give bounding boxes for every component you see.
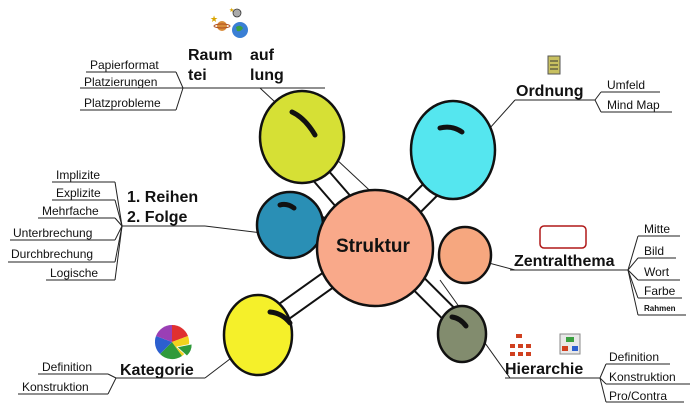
- raumaufteilung-title-part-1[interactable]: Raum: [188, 47, 233, 64]
- ball-yellow: [222, 293, 294, 377]
- center-topic[interactable]: Struktur: [336, 236, 410, 257]
- raumaufteilung-item[interactable]: Papierformat: [90, 58, 159, 72]
- ball-olive: [436, 304, 488, 364]
- reihenfolge-item[interactable]: Durchbrechung: [11, 247, 94, 261]
- reihenfolge-item[interactable]: Explizite: [56, 186, 101, 200]
- ball-cyan: [409, 99, 497, 201]
- raumaufteilung-item[interactable]: Platzierungen: [84, 75, 158, 89]
- ordnung-title[interactable]: Ordnung: [516, 83, 584, 100]
- frame-icon: [539, 225, 587, 249]
- molecule-balls: [222, 89, 497, 377]
- zentralthema-title[interactable]: Zentralthema: [514, 253, 615, 270]
- pie-chart-icon: [154, 324, 193, 360]
- hierarchie-title[interactable]: Hierarchie: [505, 361, 584, 378]
- planets-icon: ★ ★: [210, 7, 248, 38]
- raumaufteilung-title-part-3[interactable]: tei: [188, 67, 207, 84]
- hierarchie-item[interactable]: Definition: [609, 350, 660, 364]
- reihenfolge-title-line-1[interactable]: 1. Reihen: [127, 189, 199, 206]
- hierarchie-item[interactable]: Pro/Contra: [609, 389, 668, 403]
- item-lines: [8, 71, 690, 403]
- raumaufteilung-title-part-2[interactable]: auf: [250, 47, 274, 64]
- ordnung-item[interactable]: Umfeld: [607, 78, 646, 92]
- ball-peach: [437, 225, 493, 285]
- org-chart-icon: [510, 334, 531, 356]
- ball-teal: [255, 190, 325, 260]
- zentralthema-item[interactable]: Mitte: [644, 222, 671, 236]
- notebook-icon: [547, 55, 561, 75]
- reihenfolge-item[interactable]: Implizite: [56, 168, 101, 182]
- svg-text:★: ★: [229, 7, 234, 14]
- zentralthema-item[interactable]: Rahmen: [644, 304, 676, 313]
- network-icon: [559, 333, 581, 355]
- kategorie-title[interactable]: Kategorie: [120, 362, 194, 379]
- reihenfolge-title-line-2[interactable]: 2. Folge: [127, 209, 188, 226]
- reihenfolge-item[interactable]: Logische: [50, 266, 99, 280]
- zentralthema-item[interactable]: Bild: [644, 244, 665, 258]
- reihenfolge-item[interactable]: Mehrfache: [42, 204, 99, 218]
- raumaufteilung-item[interactable]: Platzprobleme: [84, 96, 161, 110]
- ordnung-item[interactable]: Mind Map: [607, 98, 660, 112]
- raumaufteilung-title-part-4[interactable]: lung: [250, 67, 284, 84]
- ball-center: [315, 188, 435, 308]
- ball-yellow-green: [258, 89, 346, 185]
- kategorie-item[interactable]: Konstruktion: [22, 380, 89, 394]
- svg-text:★: ★: [210, 15, 218, 25]
- reihenfolge-item[interactable]: Unterbrechung: [13, 226, 93, 240]
- hierarchie-item[interactable]: Konstruktion: [609, 370, 676, 384]
- zentralthema-item[interactable]: Farbe: [644, 284, 676, 298]
- ball-highlights: [267, 109, 469, 329]
- zentralthema-item[interactable]: Wort: [644, 265, 670, 279]
- kategorie-item[interactable]: Definition: [42, 360, 93, 374]
